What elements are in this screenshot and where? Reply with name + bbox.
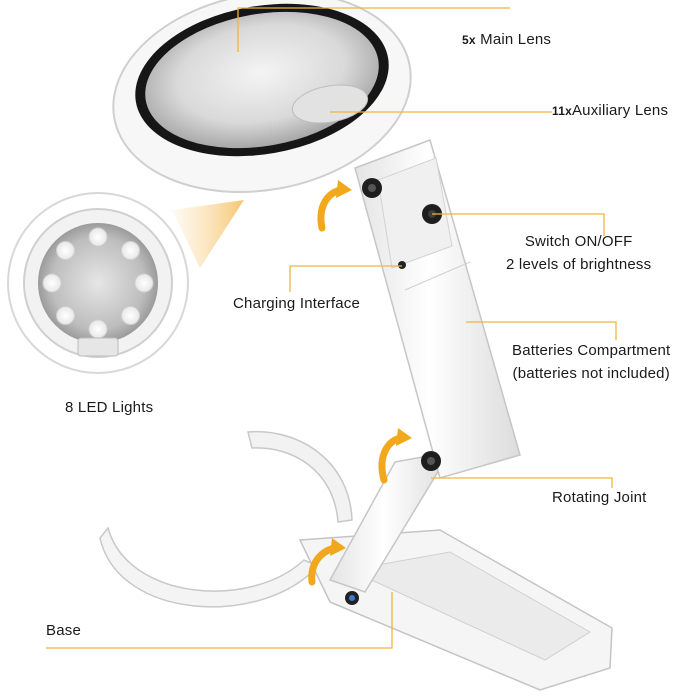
batteries-line1: Batteries Compartment (512, 342, 671, 359)
callout-switch: Switch ON/OFF 2 levels of brightness (506, 232, 651, 275)
leader-joint (431, 477, 613, 488)
aux-lens-label: Auxiliary Lens (571, 102, 669, 119)
switch-line1: Switch ON/OFF (524, 233, 633, 250)
joint-label: Rotating Joint (552, 489, 647, 506)
leader-base (46, 592, 393, 649)
callout-batteries: Batteries Compartment (batteries not inc… (512, 341, 670, 384)
main-lens-mag: 5x (462, 33, 476, 47)
leader-charging (289, 265, 402, 292)
callout-aux-lens: 11xAuxiliary Lens (552, 101, 668, 121)
charging-label: Charging Interface (233, 295, 361, 312)
aux-lens-mag: 11x (552, 104, 572, 118)
callout-main-lens: 5x Main Lens (462, 30, 551, 50)
led-label: 8 LED Lights (65, 399, 154, 416)
callout-joint: Rotating Joint (552, 488, 647, 508)
leader-lines (46, 7, 617, 649)
led-light (121, 306, 140, 325)
base-label: Base (46, 622, 81, 639)
led-light (88, 227, 108, 247)
led-light (42, 273, 62, 293)
leader-batteries (466, 321, 617, 340)
main-lens-label: Main Lens (480, 31, 552, 48)
led-inset (7, 192, 244, 374)
callout-base: Base (46, 621, 81, 641)
leader-main-lens (237, 7, 510, 52)
main-lens (112, 0, 412, 193)
led-light (134, 273, 154, 293)
led-light (88, 319, 108, 339)
handle-body (354, 139, 521, 479)
batteries-line2: (batteries not included) (512, 365, 670, 382)
led-light (56, 241, 75, 260)
leader-switch (432, 213, 605, 236)
rotation-arrows (308, 180, 412, 586)
switch-line2: 2 levels of brightness (506, 256, 652, 273)
callout-led: 8 LED Lights (65, 398, 153, 418)
led-light (56, 306, 75, 325)
led-light (121, 241, 140, 260)
callout-charging: Charging Interface (233, 294, 360, 314)
